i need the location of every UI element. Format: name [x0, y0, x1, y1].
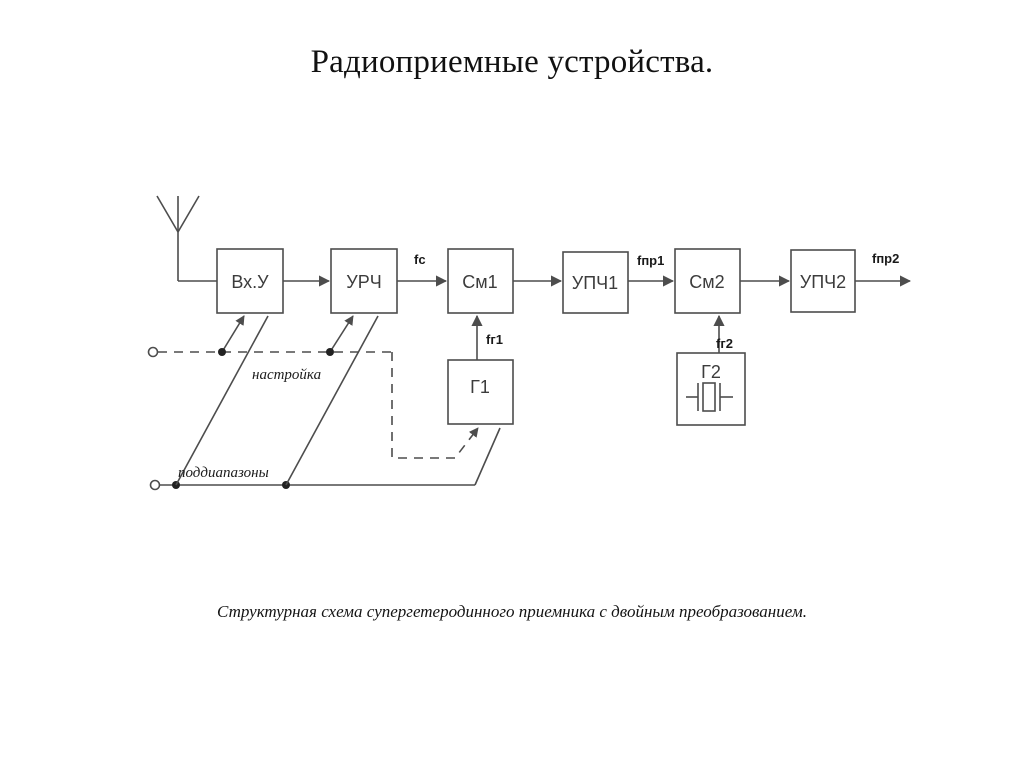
block-sm1[interactable]: [447, 248, 514, 314]
block-g1[interactable]: [447, 359, 514, 425]
block-label-sm1: См1: [462, 272, 497, 292]
control-label-subranges: поддиапазоны: [178, 465, 269, 481]
tap-tuning-g1: [391, 352, 479, 459]
page-title: Радиоприемные устройства.: [310, 44, 714, 80]
tap-sub-urch: [285, 315, 379, 486]
block-label-upch1: УПЧ1: [572, 273, 618, 293]
junction-dot-tuning-urch: [326, 348, 334, 356]
block-label-upch2: УПЧ2: [800, 272, 846, 292]
control-bus-subranges[interactable]: [149, 479, 476, 491]
block-label-vhu: Вх.У: [231, 272, 269, 292]
block-urch[interactable]: [330, 248, 398, 314]
block-label-sm2: См2: [689, 272, 724, 292]
block-upch1[interactable]: [562, 251, 629, 314]
block-label-urch: УРЧ: [346, 272, 381, 292]
quartz-crystal-icon: [686, 382, 733, 412]
block-label-g2: Г2: [701, 362, 721, 382]
signal-label-fpr1: fпр1: [637, 253, 664, 268]
block-vhu[interactable]: [216, 248, 284, 314]
block-upch2[interactable]: [790, 249, 856, 313]
signal-label-fg1: fг1: [486, 332, 503, 347]
tap-sub-g1: [474, 427, 501, 486]
block-sm2[interactable]: [674, 248, 741, 314]
tap-tuning-urch: [329, 315, 354, 353]
tap-tuning-vhu: [221, 315, 245, 353]
signal-label-fc: fc: [414, 252, 426, 267]
signal-label-fpr2: fпр2: [872, 251, 899, 266]
figure-caption: Структурная схема супергетеродинного при…: [217, 602, 807, 621]
signal-label-fg2: fг2: [716, 336, 733, 351]
tap-sub-vhu: [175, 315, 269, 486]
block-label-g1: Г1: [470, 377, 490, 397]
control-bus-tuning[interactable]: [147, 346, 393, 358]
antenna-icon: [156, 195, 217, 282]
control-label-tuning: настройка: [252, 367, 321, 383]
junction-dot-tuning-vhu: [218, 348, 226, 356]
